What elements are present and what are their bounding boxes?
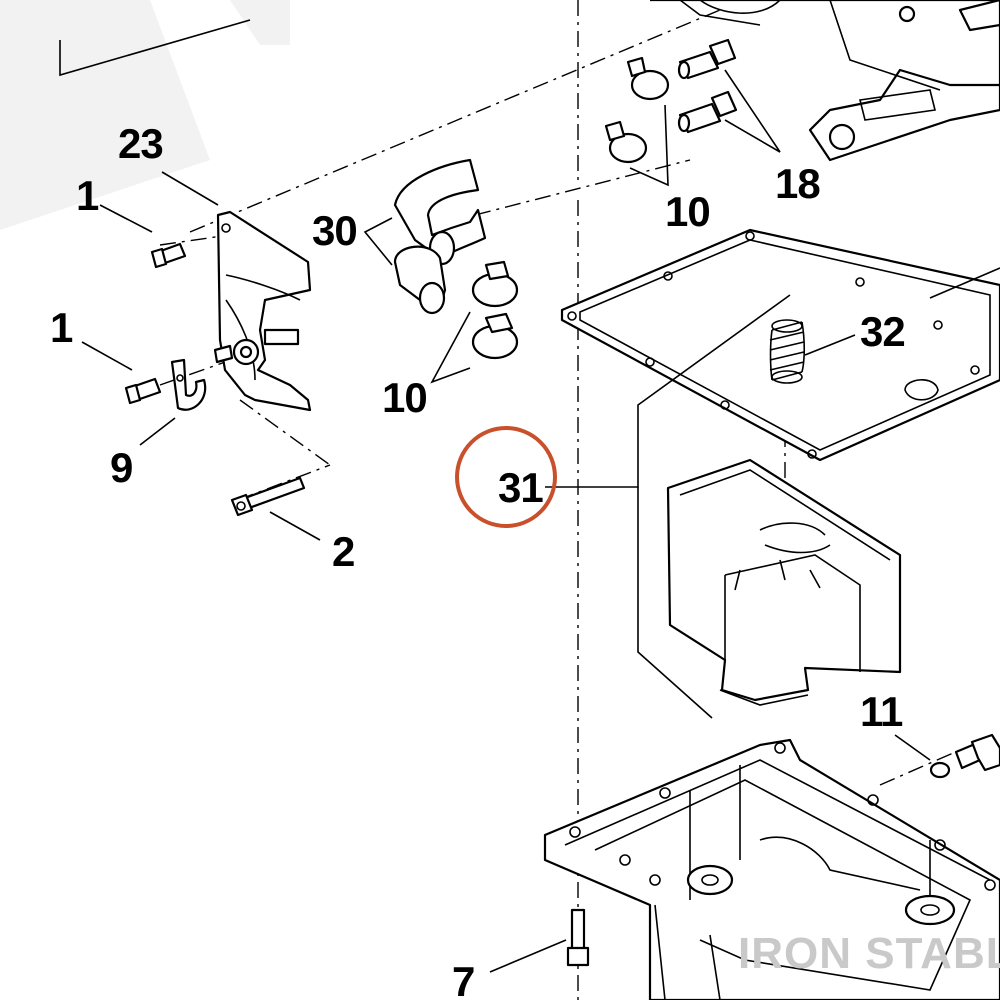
hose-clamp-upper-1 [626, 56, 670, 101]
screw-lower [124, 377, 162, 405]
callout-1-lower: 1 [50, 304, 73, 351]
callout-23: 23 [118, 120, 163, 167]
leader-lines [81, 69, 1000, 973]
hose-fitting-upper [677, 38, 737, 80]
watermark-text: IRON STABLE [738, 929, 1000, 978]
background-watermark-shape-2 [230, 0, 290, 45]
callout-10-upper: 10 [665, 188, 710, 235]
callout-31: 31 [498, 464, 543, 511]
hose-clamp-lower-1 [471, 260, 519, 308]
callout-1-upper: 1 [76, 172, 99, 219]
pan-bolt [566, 908, 590, 967]
long-bolt [230, 476, 306, 517]
callout-18: 18 [775, 160, 820, 207]
oil-pan-baffle [666, 458, 902, 706]
background-watermark-shape [0, 0, 210, 230]
frame-casting [59, 0, 1000, 162]
callout-2: 2 [332, 528, 354, 575]
relief-spring [769, 319, 806, 384]
mounting-bracket [213, 210, 312, 412]
oil-hose-lower [393, 245, 447, 315]
hose-fitting-lower [677, 90, 738, 134]
hose-clamp-upper-2 [604, 120, 648, 164]
callout-11: 11 [860, 688, 903, 735]
hose-clamp-lower-2 [471, 312, 519, 360]
callout-32: 32 [860, 308, 905, 355]
callout-9: 9 [110, 444, 132, 491]
callout-7: 7 [452, 958, 474, 1000]
callout-10-lower: 10 [382, 374, 427, 421]
hose-clip [170, 358, 207, 411]
oil-pan-gasket [560, 228, 1000, 462]
screw-upper [150, 242, 187, 269]
oil-pan [543, 738, 1000, 1000]
drain-plug [929, 733, 1000, 779]
callout-30: 30 [312, 207, 357, 254]
highlight-ring [455, 426, 557, 528]
